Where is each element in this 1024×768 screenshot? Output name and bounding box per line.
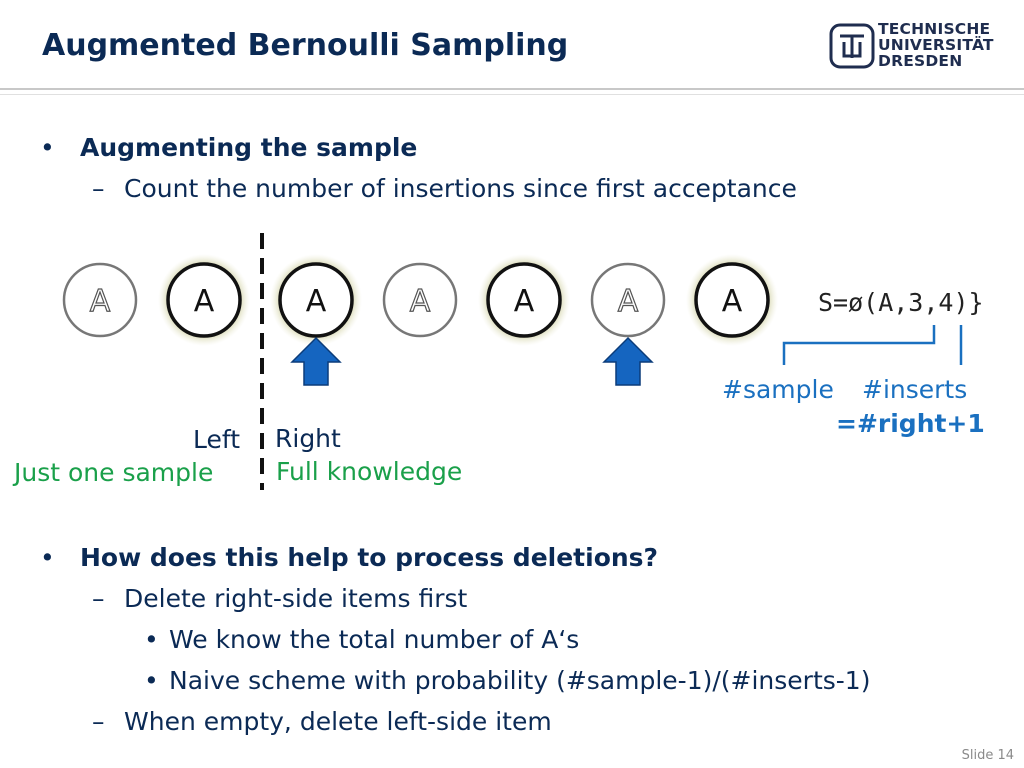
university-logo-text: TECHNISCHE UNIVERSITÄT DRESDEN [878,20,994,70]
left-label: Left [193,425,241,454]
item-label-5: A [514,284,535,319]
bullet-deletions: How does this help to process deletions? [80,543,659,572]
inserts-count-label: #inserts [862,375,968,404]
dash-marker: – [92,584,105,613]
dot-marker: • [144,666,159,695]
item-circle-2 [158,254,250,346]
right-label: Right [275,424,341,453]
sample-formula: S=ø(A,3,4)} [818,288,984,317]
item-label-4: A [410,284,431,319]
item-circle-1 [62,262,138,338]
sub-bullet-delete-right: Delete right-side items first [124,584,468,613]
page-title: Augmented Bernoulli Sampling [42,28,569,63]
sampling-diagram: A A A A A A A S=ø(A,3,4)} [62,233,984,490]
item-circle-5 [478,254,570,346]
item-label-3: A [306,284,327,319]
sub-sub-bullet-total: We know the total number of A‘s [169,625,580,654]
sub-bullet-empty: When empty, delete left-side item [124,707,552,736]
header-rule-thin [0,94,1024,95]
bullet-augmenting: Augmenting the sample [80,133,418,162]
dash-marker: – [92,174,105,203]
up-arrow-icon [290,336,342,386]
sub-bullet-count: Count the number of insertions since fir… [124,174,797,203]
item-label-7: A [722,284,743,319]
item-circle-6 [590,262,666,338]
bullet-marker: • [40,133,55,162]
item-circle-3 [270,254,362,346]
up-arrow-icon [602,336,654,386]
item-label-6: A [618,284,639,319]
dash-marker: – [92,707,105,736]
item-label-1: A [90,284,111,319]
slide-number: Slide 14 [961,748,1014,763]
left-note: Just one sample [14,458,214,487]
item-circle-4 [382,262,458,338]
sub-sub-bullet-naive: Naive scheme with probability (#sample-1… [169,666,871,695]
university-logo-icon [829,23,875,69]
sample-count-label: #sample [722,375,834,404]
item-circle-7 [686,254,778,346]
sample-bracket [782,325,936,365]
right-plus-one-label: =#right+1 [836,409,985,438]
item-label-2: A [194,284,215,319]
bullet-marker: • [40,543,55,572]
dot-marker: • [144,625,159,654]
header-rule [0,88,1024,90]
right-note: Full knowledge [276,457,463,486]
